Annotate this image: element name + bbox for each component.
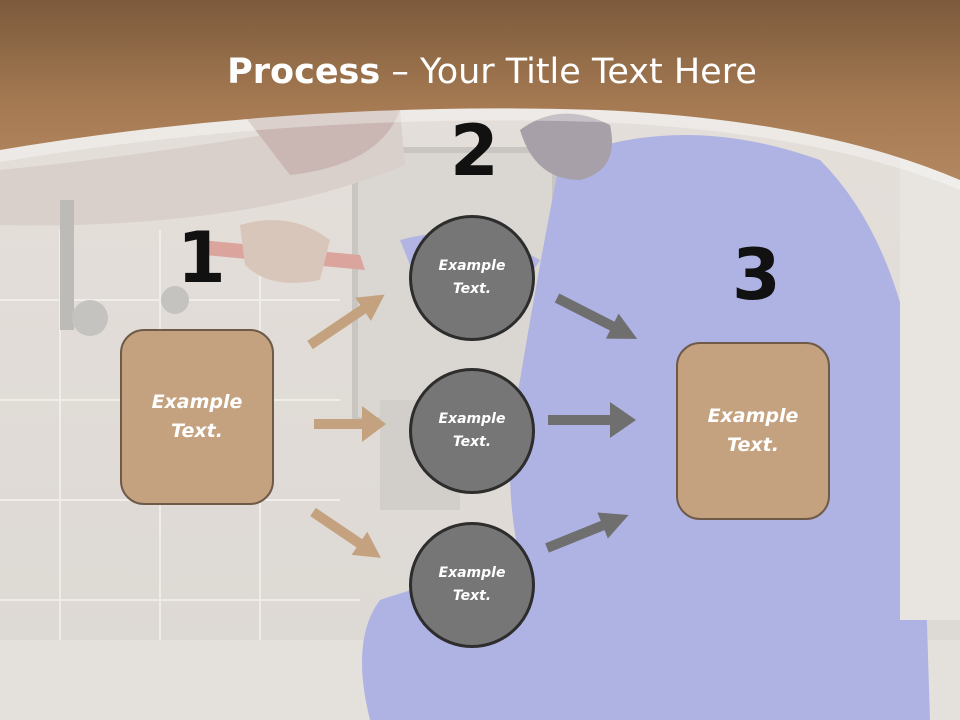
process-circle-top[interactable]: Example Text.: [409, 215, 535, 341]
title-rest: – Your Title Text Here: [380, 52, 757, 92]
output-text-box[interactable]: Example Text.: [676, 342, 830, 520]
process-circle-bottom-label: Example Text.: [438, 565, 506, 604]
process-circle-middle[interactable]: Example Text.: [409, 368, 535, 494]
process-circle-middle-label: Example Text.: [438, 411, 506, 450]
process-circle-top-label: Example Text.: [438, 258, 506, 297]
step-number-3: 3: [732, 234, 781, 316]
output-text-box-label: Example Text.: [707, 405, 799, 456]
process-circle-bottom[interactable]: Example Text.: [409, 522, 535, 648]
input-text-box-label: Example Text.: [151, 391, 243, 442]
title-bold: Process: [227, 52, 381, 92]
step-number-1: 1: [177, 217, 226, 299]
step-number-2: 2: [450, 110, 499, 192]
slide-title: Process – Your Title Text Here: [0, 52, 960, 92]
input-text-box[interactable]: Example Text.: [120, 329, 274, 505]
